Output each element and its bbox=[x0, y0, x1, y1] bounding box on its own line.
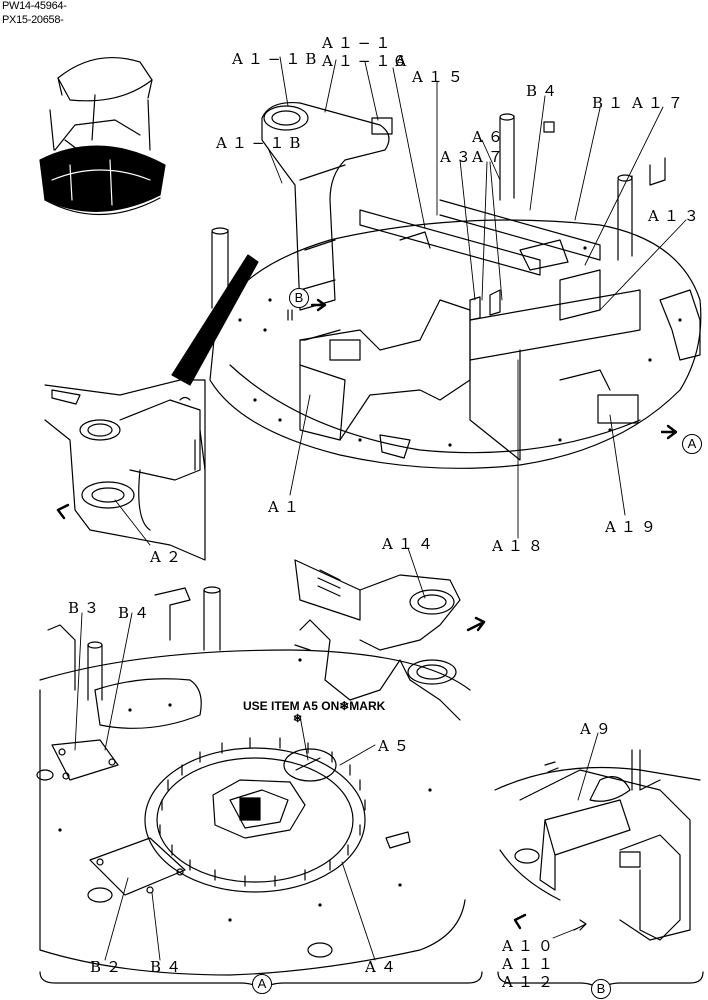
machine-thumbnail bbox=[39, 56, 166, 216]
label-a10: A１０ bbox=[502, 937, 558, 955]
label-a14: A１４ bbox=[382, 535, 438, 553]
leader-lines bbox=[74, 56, 687, 961]
label-a19: A１９ bbox=[605, 518, 661, 536]
label-a1-1b-top: A１−１B bbox=[232, 50, 322, 68]
label-a12: A１２ bbox=[502, 973, 558, 991]
serial-number-1: PW14-45964- bbox=[2, 0, 67, 12]
label-a9: A９ bbox=[580, 720, 616, 738]
label-a4: A４ bbox=[365, 958, 401, 976]
label-a15: A１５ bbox=[412, 68, 468, 86]
label-a2: A２ bbox=[150, 548, 186, 566]
callout-pointer bbox=[171, 254, 259, 386]
label-a6: A６ bbox=[472, 128, 508, 146]
label-a5: A５ bbox=[378, 737, 414, 755]
label-a1: A１ bbox=[268, 498, 304, 516]
detail-inset-a2 bbox=[44, 379, 206, 561]
label-a1-1b-left: A１−１B bbox=[216, 134, 306, 152]
label-a13: A１３ bbox=[648, 207, 704, 225]
label-a18: A１８ bbox=[492, 537, 548, 555]
label-a1-1a: A１−１A bbox=[322, 52, 412, 70]
label-b3: B３ bbox=[68, 599, 105, 617]
label-b1: B１ bbox=[592, 94, 629, 112]
label-a3: A３ bbox=[440, 148, 476, 166]
label-b4-mid: B４ bbox=[118, 604, 155, 622]
view-a-drawing bbox=[36, 559, 486, 976]
upper-frame-main bbox=[209, 101, 702, 469]
label-b2: B２ bbox=[90, 958, 127, 976]
snowflake-mark-icon: ❄ bbox=[293, 713, 303, 725]
label-a1-1: A１−１ bbox=[322, 34, 396, 52]
view-marker-a-bottom: A bbox=[252, 974, 272, 994]
view-b-drawing bbox=[494, 749, 701, 941]
label-a7: A７ bbox=[472, 148, 508, 166]
view-marker-b-bottom: B bbox=[591, 979, 611, 999]
label-a11: A１１ bbox=[502, 955, 558, 973]
label-b4-top: B４ bbox=[526, 82, 563, 100]
usage-note: USE ITEM A5 ON❄MARK bbox=[243, 699, 386, 713]
label-a17: A１７ bbox=[632, 94, 688, 112]
serial-number-2: PX15-20658- bbox=[2, 14, 64, 26]
label-a1-6-suffix: ６ bbox=[392, 52, 413, 70]
view-marker-b-top: B bbox=[289, 288, 309, 308]
view-marker-a-right: A bbox=[682, 434, 702, 454]
label-b4-bottom: B４ bbox=[150, 958, 187, 976]
